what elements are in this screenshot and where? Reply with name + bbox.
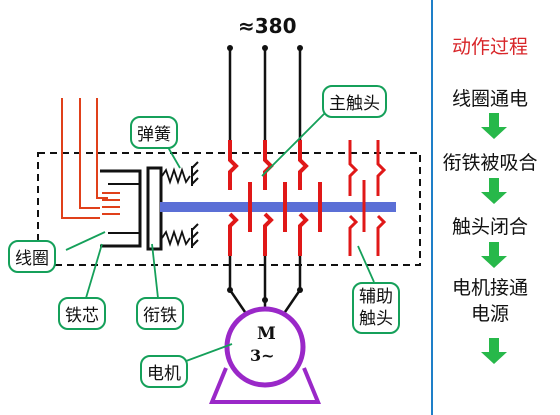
arrow-down-icon — [481, 242, 507, 268]
supply-lines — [228, 48, 302, 140]
process-step-2: 衔铁被吸合 — [442, 152, 538, 174]
main-contacts — [228, 140, 322, 256]
spring-bottom — [161, 229, 191, 247]
coil-leads — [61, 98, 108, 219]
arrow-down-icon — [481, 178, 507, 204]
process-arrows — [481, 113, 507, 364]
aux-contacts — [348, 140, 387, 256]
aux-contact-callout: 辅助 触头 — [352, 282, 400, 334]
coil-callout: 线圈 — [8, 240, 56, 273]
process-step-4-line1: 电机接通 — [451, 277, 528, 299]
process-step-4-line2: 电源 — [470, 303, 509, 325]
spring-anchors — [191, 161, 199, 248]
spring-callout: 弹簧 — [130, 116, 178, 149]
arrow-down-icon — [481, 113, 507, 139]
armature-callout: 衔铁 — [136, 297, 184, 330]
armature — [146, 166, 163, 251]
spring-top — [161, 167, 191, 185]
motor-label-line1: M — [257, 324, 276, 344]
arrow-down-icon — [481, 338, 507, 364]
process-step-4: 电机接通 电源 — [430, 275, 550, 327]
core-callout: 铁芯 — [58, 297, 106, 330]
process-title: 动作过程 — [451, 36, 528, 58]
process-step-1: 线圈通电 — [451, 88, 528, 110]
main-contact-callout: 主触头 — [322, 85, 387, 118]
motor-label-line2: 3~ — [250, 346, 275, 365]
iron-core — [100, 169, 142, 248]
motor-callout: 电机 — [140, 355, 188, 388]
motor-body — [224, 306, 306, 388]
aux-contact-line1: 辅助 — [359, 287, 393, 307]
aux-contact-line2: 触头 — [359, 309, 393, 329]
supply-terminals — [227, 45, 303, 51]
voltage-label: ≈380 — [238, 14, 297, 38]
moving-rod — [160, 202, 396, 212]
coil-winding — [102, 192, 120, 215]
motor-terminals — [227, 287, 303, 303]
callout-leaders — [65, 107, 375, 365]
motor-base — [209, 367, 321, 404]
process-step-3: 触头闭合 — [451, 216, 528, 238]
